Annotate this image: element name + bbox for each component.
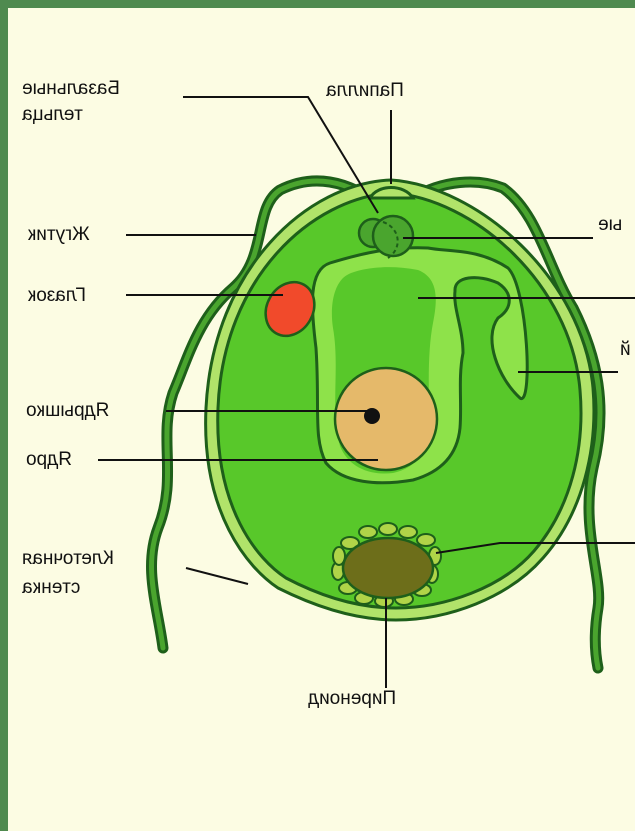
pyrenoid [343, 538, 433, 598]
label-nucleolus: Ядрышко [26, 400, 109, 422]
label-cell-wall-2: стенка [22, 577, 80, 599]
diagram-canvas: Базальные тельца Папилла Жгутик Глазок Я… [8, 8, 635, 831]
label-basal-bodies-2: тельца [22, 104, 83, 126]
label-nucleus: Ядро [26, 449, 72, 471]
label-pyrenoid: Пиреноид [308, 688, 396, 710]
nucleus [335, 368, 437, 470]
label-cell-wall-1: Клеточная [22, 548, 114, 570]
label-cut-right-2: й [620, 339, 631, 361]
label-cut-right-1: ые [598, 214, 622, 236]
label-papilla: Папилла [326, 80, 404, 102]
label-eyespot: Глазок [28, 285, 86, 307]
label-basal-bodies-1: Базальные [22, 78, 120, 100]
label-flagellum: Жгутик [28, 224, 90, 246]
basal-body-right [373, 216, 413, 256]
